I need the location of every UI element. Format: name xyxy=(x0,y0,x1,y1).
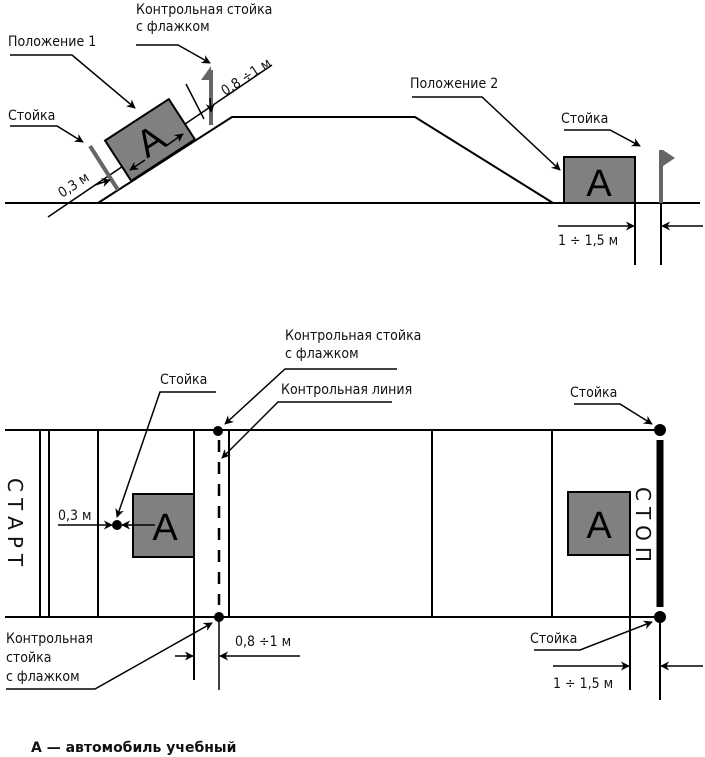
dimension-tick xyxy=(185,83,205,120)
post-left-dot xyxy=(112,520,122,530)
flag-icon xyxy=(201,66,211,80)
car-body xyxy=(567,491,631,556)
control-line-label: Контрольная линия xyxy=(281,382,412,398)
post-right-flag xyxy=(659,150,675,203)
control-post-bottom-leader xyxy=(6,622,213,690)
car-body xyxy=(103,97,197,183)
position-2-label: Положение 2 xyxy=(410,76,498,92)
dim-1-1-5-label: 1 ÷ 1,5 м xyxy=(558,233,618,249)
dim-0-3-label: 0,3 м xyxy=(58,508,92,524)
bottom-diagram: СТАРТ СТОП A A 0,3 м Стойка Контрольная … xyxy=(3,328,703,700)
car-position-2: A xyxy=(563,156,636,205)
post-left-leader xyxy=(115,391,216,518)
dim-0-8-1-label: 0,8 ÷1 м xyxy=(235,634,291,650)
position-2-leader xyxy=(412,96,561,171)
arrow-car-rear xyxy=(129,159,146,171)
dim-0-3-label: 0,3 м xyxy=(55,170,92,202)
control-post-leader xyxy=(136,44,211,64)
post-top-right-dot xyxy=(654,424,666,436)
car-body xyxy=(563,156,636,204)
post-right-label: Стойка xyxy=(561,111,608,127)
control-post-bottom-label-line3: с флажком xyxy=(6,669,80,685)
post-bottom-right-leader xyxy=(534,620,653,651)
car-stop: A xyxy=(567,491,631,556)
control-post-flag xyxy=(201,66,213,125)
control-post-bottom-label-line1: Контрольная xyxy=(6,631,93,647)
control-post-top-label-line1: Контрольная стойка xyxy=(285,328,421,344)
position-1-label: Положение 1 xyxy=(8,34,96,50)
post-left-leader xyxy=(10,125,84,143)
position-1-leader xyxy=(10,54,136,109)
car-letter: A xyxy=(152,507,178,549)
post-left xyxy=(88,144,120,192)
control-post-top-dot xyxy=(213,426,223,436)
top-diagram: A 0,3 м 0,8 ÷1 м Положение 1 Контрольная… xyxy=(5,2,703,265)
control-post-top-label-line2: с флажком xyxy=(285,346,359,362)
flag-icon xyxy=(663,150,675,166)
post-right-leader xyxy=(564,129,641,147)
control-post-bottom-dot xyxy=(214,612,224,622)
car-letter: A xyxy=(586,163,612,205)
arrow-car-front xyxy=(165,133,184,147)
stop-text: СТОП xyxy=(631,487,655,568)
post-bottom-right-label: Стойка xyxy=(530,631,577,647)
arrow-0-8 xyxy=(205,97,215,113)
post-left-label: Стойка xyxy=(160,372,207,388)
car-letter: A xyxy=(586,505,612,547)
post-left-label: Стойка xyxy=(8,108,55,124)
control-post-label-line2: с флажком xyxy=(136,19,210,35)
post-top-right-label: Стойка xyxy=(570,385,617,401)
arrow-0-3 xyxy=(94,178,111,187)
control-post-label-line1: Контрольная стойка xyxy=(136,2,272,18)
start-text: СТАРТ xyxy=(3,478,27,572)
dim-1-1-5-label: 1 ÷ 1,5 м xyxy=(553,676,613,692)
control-post-bottom-label-line2: стойка xyxy=(6,650,51,666)
dim-0-8-1-label: 0,8 ÷1 м xyxy=(218,55,274,99)
post-top-right-leader xyxy=(574,403,653,425)
control-post-top-leader xyxy=(224,368,397,425)
legend-caption: А — автомобиль учебный xyxy=(31,740,236,756)
control-line-leader xyxy=(221,401,392,459)
car-position-1: A xyxy=(103,97,197,183)
